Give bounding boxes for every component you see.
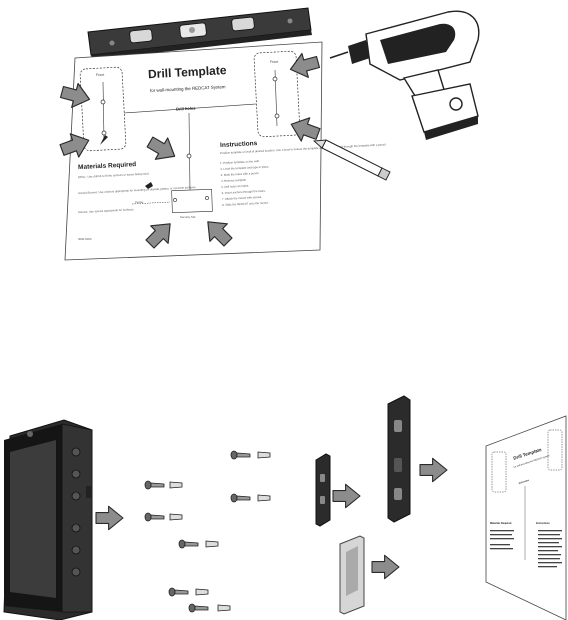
left-front-label: Front bbox=[96, 73, 104, 77]
instruction-step: 2. Level the template and tape in place. bbox=[220, 164, 269, 171]
screw-icon bbox=[168, 587, 189, 597]
side-button-icon bbox=[71, 469, 81, 479]
screws-and-anchors-group bbox=[144, 450, 271, 613]
small-mounting-bracket bbox=[315, 453, 331, 527]
anchor-icon bbox=[217, 604, 231, 612]
center-drill-hole bbox=[186, 153, 192, 159]
left-drill-hole-top bbox=[100, 99, 106, 105]
anchor-icon bbox=[169, 513, 183, 521]
tall-mounting-bracket bbox=[387, 395, 411, 523]
screw-icon bbox=[178, 539, 199, 549]
instructions-steps: 1. Position template on the wall. 2. Lev… bbox=[220, 159, 270, 207]
right-drill-hole-bottom bbox=[274, 113, 280, 119]
instruction-step: 5. Drill holes at marks. bbox=[221, 184, 249, 189]
redcat-tablet-device bbox=[3, 419, 93, 620]
instruction-step: 4. Remove template. bbox=[221, 178, 247, 183]
anchor-icon bbox=[169, 481, 183, 489]
instructions-heading: Instructions bbox=[220, 140, 258, 149]
screw-icon bbox=[144, 480, 165, 490]
template-subtitle: for wall-mounting the REDCAT System bbox=[150, 84, 226, 93]
right-drill-hole-top bbox=[272, 76, 278, 82]
anchor-icon bbox=[195, 588, 209, 596]
anchor-icon bbox=[257, 494, 271, 502]
arrow-icon bbox=[371, 554, 400, 580]
left-drill-hole-bottom bbox=[101, 130, 107, 136]
center-label: Center bbox=[135, 200, 143, 204]
instruction-step: 8. Slide the REDCAT onto the mount. bbox=[222, 201, 269, 207]
left-dashed-panel bbox=[79, 66, 127, 152]
screw-icon bbox=[230, 450, 251, 460]
small-template-drill-holes: Drill holes bbox=[519, 480, 530, 485]
screw-icon bbox=[144, 512, 165, 522]
instruction-step: 6. Insert anchors through the holes. bbox=[222, 189, 266, 195]
instruction-step: 1. Position template on the wall. bbox=[220, 159, 260, 165]
pencil-icon bbox=[312, 139, 391, 181]
side-button-icon bbox=[71, 545, 81, 555]
template-footer: 3000-0000 bbox=[78, 237, 92, 241]
screw-icon bbox=[230, 493, 251, 503]
right-front-label: Front bbox=[270, 60, 278, 64]
instruction-step: 7. Attach the mount with screws. bbox=[222, 195, 262, 201]
side-button-icon bbox=[71, 491, 81, 501]
arrow-icon bbox=[419, 457, 448, 483]
anchor-icon bbox=[205, 540, 219, 548]
pencil-tip-icon bbox=[100, 135, 108, 145]
camera-icon bbox=[27, 431, 33, 437]
side-button-icon bbox=[71, 567, 81, 577]
template-title: Drill Template bbox=[148, 63, 227, 81]
level-tool-icon bbox=[87, 7, 312, 60]
anchor-icon bbox=[145, 182, 153, 189]
small-drill-template-sheet: Drill Template for wall-mounting the RED… bbox=[485, 415, 567, 620]
arrow-icon bbox=[95, 505, 124, 531]
security-tab-label: Security Tab bbox=[180, 215, 196, 219]
screw-icon bbox=[188, 603, 209, 613]
cordless-drill-icon bbox=[329, 10, 480, 140]
right-dashed-panel bbox=[253, 50, 301, 138]
materials-text-2: Anchor/Screws: Use anchors appropriate f… bbox=[78, 185, 196, 195]
arrow-icon bbox=[332, 483, 361, 509]
security-tab-bracket bbox=[339, 535, 365, 615]
small-template-materials: Materials Required bbox=[490, 522, 512, 525]
materials-text-1: DRILL: Use drill bit to fit the anchors … bbox=[78, 171, 150, 179]
drill-holes-label: Drill holes bbox=[176, 105, 196, 111]
small-template-instructions: Instructions bbox=[536, 522, 550, 525]
side-button-icon bbox=[71, 523, 81, 533]
instruction-step: 3. Mark the holes with a pencil. bbox=[221, 171, 260, 177]
anchor-icon bbox=[257, 451, 271, 459]
materials-text-3: Screws: Use screws appropriate for surfa… bbox=[78, 207, 135, 214]
side-button-icon bbox=[71, 447, 81, 457]
drill-template-sheet: Front Front Drill Template for wall-moun… bbox=[64, 41, 387, 261]
materials-heading: Materials Required bbox=[78, 161, 136, 171]
